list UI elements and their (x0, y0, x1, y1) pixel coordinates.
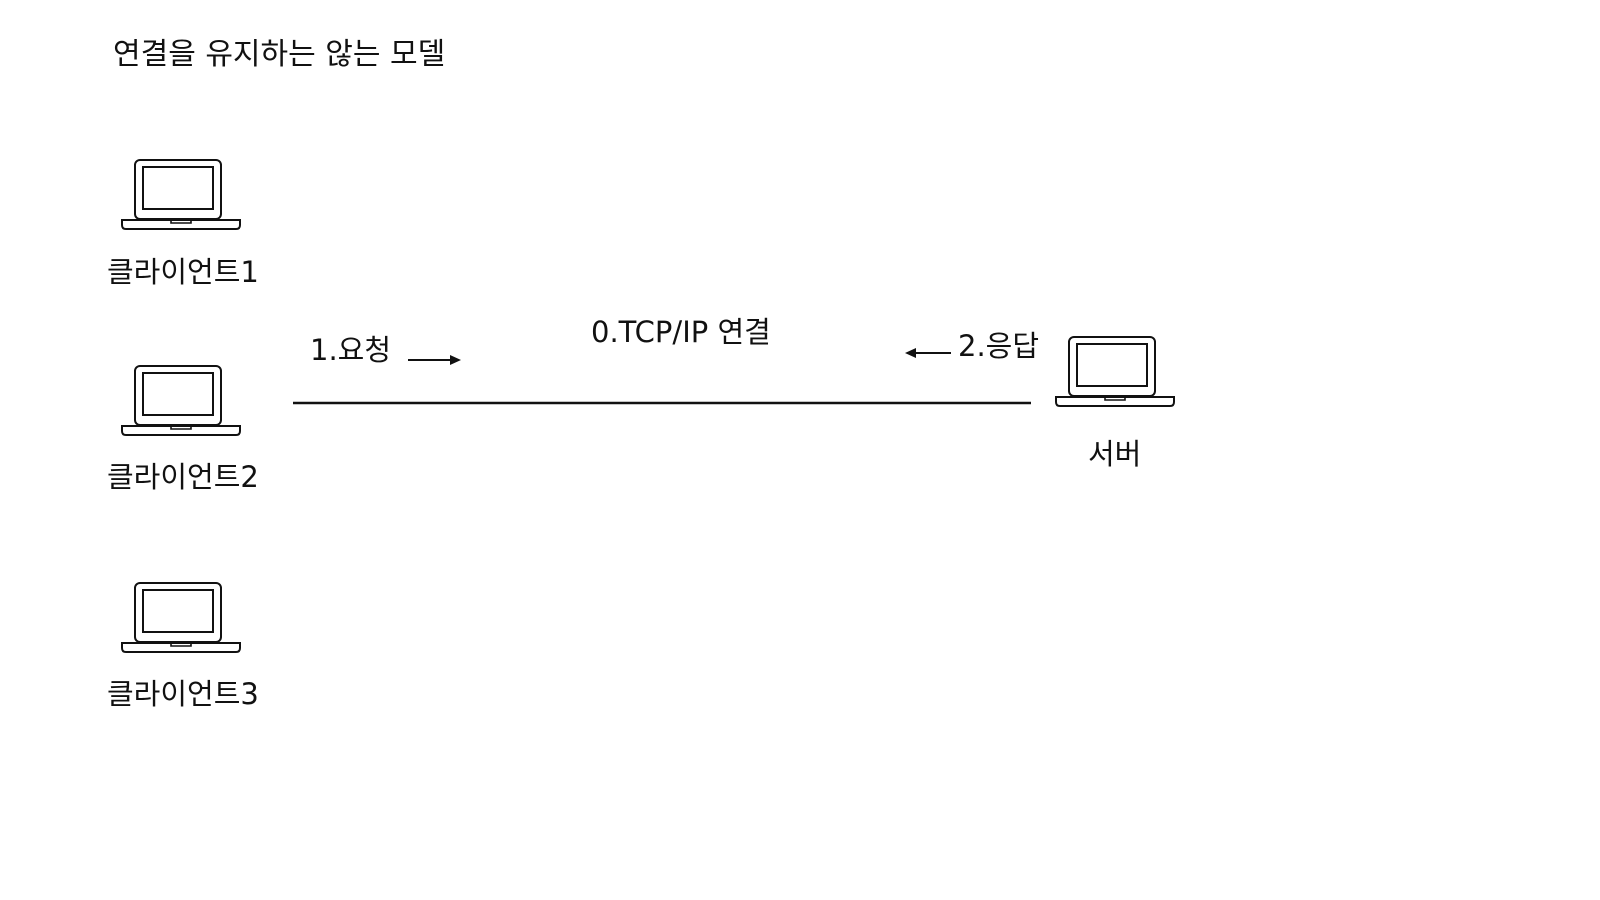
request-arrow-icon (408, 355, 461, 365)
server-label: 서버 (1088, 437, 1142, 471)
request-label: 1.요청 (310, 333, 392, 367)
diagram-title: 연결을 유지하는 않는 모델 (113, 37, 446, 72)
client-1-laptop-icon (121, 159, 241, 230)
client-2-laptop-icon (121, 365, 241, 436)
response-label: 2.응답 (958, 329, 1040, 363)
client-3-label: 클라이언트3 (107, 677, 259, 711)
client-1-label: 클라이언트1 (107, 255, 259, 289)
server-laptop-icon (1055, 336, 1175, 407)
response-arrow-icon (905, 348, 951, 358)
client-2-label: 클라이언트2 (107, 460, 259, 494)
connection-label: 0.TCP/IP 연결 (591, 315, 771, 349)
client-3-laptop-icon (121, 582, 241, 653)
